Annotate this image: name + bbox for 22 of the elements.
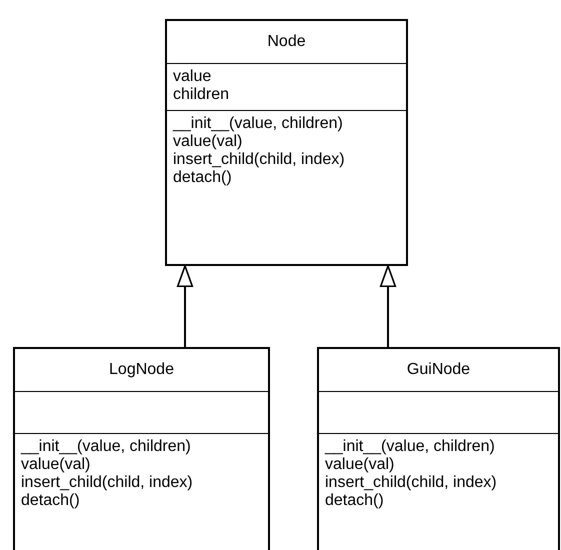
inheritance-arrow [380,265,396,347]
method-text: __init__(value, children) [173,115,343,133]
class-box [317,347,560,550]
method-text: __init__(value, children) [21,438,191,456]
method-text: detach() [173,169,232,187]
method-text: insert_child(child, index) [325,474,497,492]
method-text: detach() [21,492,80,510]
method-text: value(val) [173,133,242,151]
method-text: insert_child(child, index) [21,474,193,492]
attribute-text: children [173,86,230,104]
class-name: Node [267,33,306,51]
method-text: value(val) [21,456,90,474]
method-text: detach() [325,492,384,510]
class-name: LogNode [109,361,174,379]
attribute-text: value [173,68,212,86]
class-box [165,19,408,266]
method-text: value(val) [325,456,394,474]
class-name: GuiNode [406,361,470,379]
class-box [13,347,270,550]
method-text: __init__(value, children) [325,438,495,456]
inheritance-arrow [176,265,194,347]
method-text: insert_child(child, index) [173,151,345,169]
